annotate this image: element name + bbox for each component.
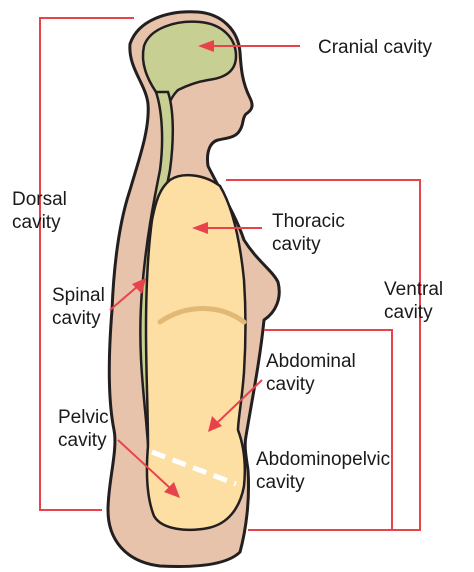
dorsal-bracket <box>39 17 134 511</box>
pelvic-cavity-label: Pelvic cavity <box>58 406 109 452</box>
abdominopelvic-bracket <box>264 329 393 530</box>
ventral-label-line-1: Ventral <box>384 279 444 300</box>
diaphragm-line <box>157 306 247 325</box>
pelvic-label-line-1: Pelvic <box>58 407 109 428</box>
abdominal-label-line-1: Abdominal <box>266 351 356 372</box>
thoracic-label-line-2: cavity <box>272 234 321 255</box>
pelvic-divider-line <box>151 449 237 487</box>
cranial-cavity-label: Cranial cavity <box>318 36 432 59</box>
spinal-cavity-label: Spinal cavity <box>52 284 105 330</box>
pelvic-arrowhead <box>164 482 180 498</box>
abdominal-cavity-label: Abdominal cavity <box>266 350 356 396</box>
cranial-arrowhead <box>198 40 214 52</box>
dorsal-label-line-2: cavity <box>12 212 61 233</box>
cranial-label-line-1: Cranial cavity <box>318 37 433 58</box>
abdominopelvic-label-line-1: Abdominopelvic <box>256 449 391 470</box>
ventral-cavity-shape <box>144 173 247 532</box>
pointer-arrows <box>109 40 300 498</box>
abdominal-label-line-2: cavity <box>266 374 315 395</box>
ventral-cavity-label: Ventral cavity <box>384 278 443 324</box>
dorsal-label-line-1: Dorsal <box>12 189 67 210</box>
pelvic-label-line-2: cavity <box>58 430 107 451</box>
thoracic-arrowhead <box>192 222 208 234</box>
ventral-bracket <box>226 179 421 531</box>
abdominopelvic-label-line-2: cavity <box>256 472 305 493</box>
spinal-label-line-2: cavity <box>52 308 101 329</box>
abdominal-pointer <box>217 379 263 423</box>
thoracic-label-line-1: Thoracic <box>272 211 345 232</box>
spinal-pointer <box>109 285 139 311</box>
dorsal-cavity-label: Dorsal cavity <box>12 188 67 234</box>
ventral-label-line-2: cavity <box>384 302 433 323</box>
spinal-label-line-1: Spinal <box>52 285 105 306</box>
abdominopelvic-cavity-label: Abdominopelvic cavity <box>256 448 390 494</box>
spinal-arrowhead <box>132 278 146 294</box>
pelvic-pointer <box>117 439 171 489</box>
abdominal-arrowhead <box>208 416 222 432</box>
thoracic-cavity-label: Thoracic cavity <box>272 210 345 256</box>
